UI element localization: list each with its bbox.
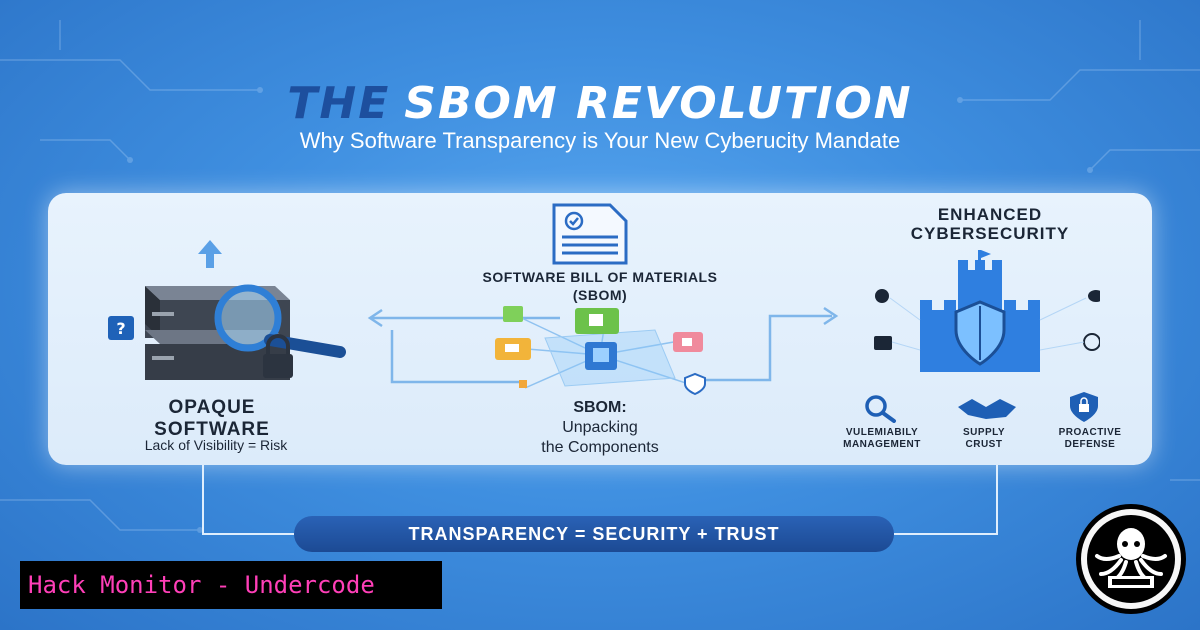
- feature-vulnerability: VULEMIABILY MANAGEMENT: [822, 427, 942, 451]
- feature-2-line1: SUPPLY: [962, 427, 1006, 438]
- cube-pink: [673, 332, 703, 352]
- feature-proactive: PROACTIVE DEFENSE: [1040, 427, 1140, 451]
- page-title: THE SBOM REVOLUTION: [0, 78, 1200, 129]
- shield-lock-icon: [1070, 392, 1098, 422]
- server-magnifier-icon: ?: [108, 284, 346, 380]
- sbom-caption-line2: Unpacking: [562, 419, 638, 436]
- enhanced-cybersecurity-title: ENHANCED CYBERSECURITY: [860, 205, 1120, 243]
- cube-green: [575, 308, 619, 334]
- handshake-icon: [958, 399, 1016, 419]
- shield-small-icon: [684, 372, 706, 396]
- feature-3-line1: PROACTIVE: [1058, 427, 1122, 438]
- transparency-banner: TRANSPARENCY = SECURITY + TRUST: [294, 516, 894, 552]
- enh-line1: ENHANCED: [937, 205, 1043, 224]
- skull-icon: [875, 289, 889, 303]
- castle-shield-icon: [874, 250, 1100, 372]
- enh-line2: CYBERSECURITY: [910, 224, 1070, 243]
- opaque-software-title: OPAQUE SOFTWARE: [112, 397, 312, 441]
- sbom-title-line2: (SBOM): [572, 287, 628, 303]
- question-icon: ?: [108, 316, 134, 340]
- cube-orange: [495, 338, 531, 360]
- robot-icon: [874, 336, 892, 350]
- feature-1-line2: MANAGEMENT: [843, 439, 921, 450]
- footer-brand: Hack Monitor - Undercode: [20, 561, 442, 609]
- title-the: THE: [287, 78, 391, 129]
- sbom-title: SOFTWARE BILL OF MATERIALS (SBOM): [430, 268, 770, 304]
- opaque-software-subtitle: Lack of Visibility = Risk: [144, 437, 288, 453]
- cube-small-green: [503, 306, 523, 322]
- opaque-line1: OPAQUE: [168, 397, 256, 418]
- title-main: SBOM REVOLUTION: [404, 78, 913, 129]
- feature-2-line2: CRUST: [965, 439, 1003, 450]
- feature-1-line1: VULEMIABILY: [845, 427, 919, 438]
- sbom-caption-line3: the Components: [541, 439, 659, 456]
- web-icon: [1083, 333, 1100, 351]
- cube-blue: [585, 342, 617, 370]
- sbom-caption-line1: SBOM:: [573, 399, 627, 416]
- opaque-line2: SOFTWARE: [154, 419, 270, 440]
- padlock-icon: [263, 334, 293, 378]
- magnifier-icon: [865, 395, 896, 423]
- document-icon: [552, 203, 628, 265]
- alien-icon: [1088, 290, 1100, 302]
- undercode-logo-icon: [1076, 504, 1186, 614]
- feature-3-line2: DEFENSE: [1064, 439, 1116, 450]
- page-subtitle: Why Software Transparency is Your New Cy…: [299, 128, 901, 153]
- svg-text:?: ?: [116, 319, 125, 338]
- up-arrow-icon: [198, 240, 222, 268]
- sbom-caption: SBOM: Unpacking the Components: [480, 398, 720, 458]
- sbom-components-icon: [495, 306, 706, 396]
- sbom-title-line1: SOFTWARE BILL OF MATERIALS: [482, 269, 718, 285]
- feature-supply: SUPPLY CRUST: [944, 427, 1024, 451]
